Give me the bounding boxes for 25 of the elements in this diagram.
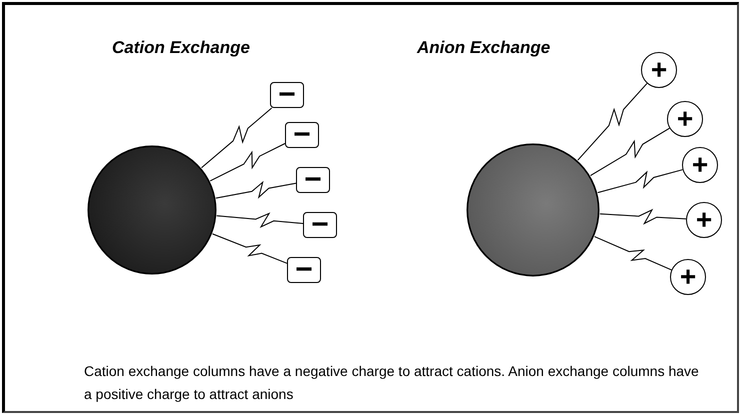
zigzag-line bbox=[210, 143, 286, 182]
charge-box: − bbox=[285, 122, 319, 148]
heading: Cation Exchange bbox=[112, 38, 250, 58]
sphere-bead bbox=[466, 143, 600, 277]
charge-circle: + bbox=[686, 202, 722, 238]
caption: Cation exchange columns have a negative charge to attract cations. Anion exchange columns have a positive charge to attract anions bbox=[84, 362, 700, 404]
charge-circle: + bbox=[641, 52, 677, 88]
charge-circle: + bbox=[682, 147, 718, 183]
charge-circle: + bbox=[670, 259, 706, 295]
zigzag-line bbox=[594, 236, 672, 270]
sphere-bead bbox=[87, 145, 217, 275]
charge-box: − bbox=[287, 257, 321, 283]
charge-circle: + bbox=[667, 101, 703, 137]
heading: Anion Exchange bbox=[417, 38, 550, 58]
zigzag-line bbox=[201, 108, 272, 168]
zigzag-line bbox=[597, 169, 684, 194]
charge-box: − bbox=[303, 212, 337, 238]
charge-box: − bbox=[270, 82, 304, 108]
charge-box: − bbox=[296, 167, 330, 193]
zigzag-line bbox=[577, 82, 648, 161]
zigzag-line bbox=[215, 180, 296, 199]
zigzag-line bbox=[590, 128, 670, 176]
zigzag-line bbox=[212, 233, 288, 264]
zigzag-line bbox=[599, 208, 686, 225]
zigzag-line bbox=[216, 212, 304, 228]
